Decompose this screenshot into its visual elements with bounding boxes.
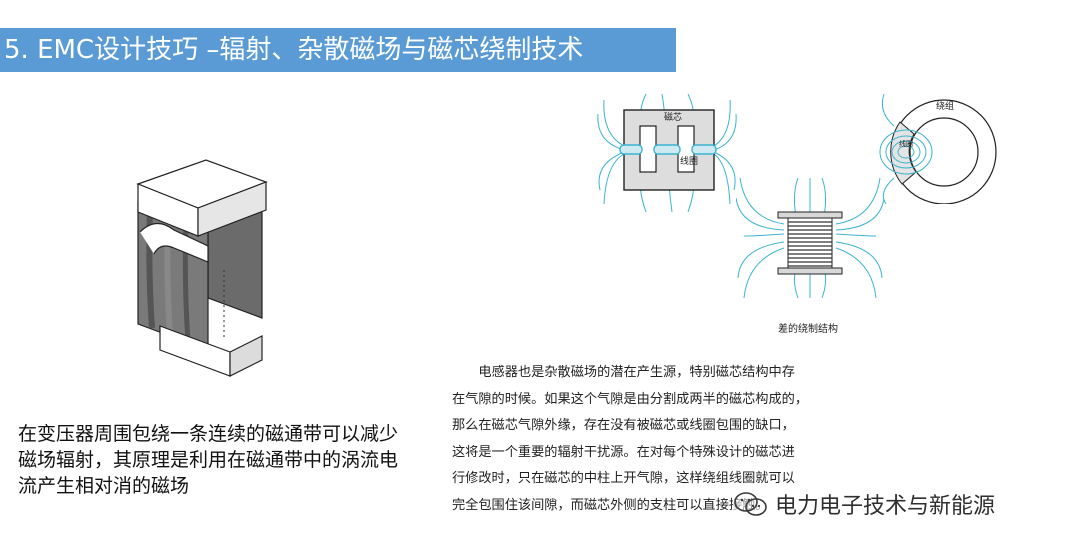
paragraph-line: 行修改时，只在磁芯的中柱上开气隙，这样绕组线圈就可以 [452, 471, 795, 486]
core-label: 磁芯 [664, 111, 682, 123]
diagram-caption: 差的绕制结构 [778, 324, 838, 335]
winding-label: 绕组 [936, 100, 954, 112]
toroid-field-diagram: 绕组 线圈 [879, 93, 997, 204]
paragraph-line: 完全包围住该间隙，而磁芯外侧的支柱可以直接接触。 [452, 497, 769, 513]
watermark-text: 电力电子技术与新能源 [775, 494, 996, 519]
left-caption: 在变压器周围包绕一条连续的磁通带可以减少磁场辐射，其原理是利用在磁通带中的涡流电… [18, 423, 399, 497]
paragraph-line: 电感器也是杂散磁场的潜在产生源，特别磁芯结构中存 [478, 365, 795, 380]
paragraph-line: 那么在磁芯气隙外缘，存在没有被磁芯或线圈包围的缺口， [452, 418, 795, 433]
paragraph-line: 这将是一个重要的辐射干扰源。在对每个特殊设计的磁芯进 [452, 444, 795, 460]
coil-label: 线圈 [680, 155, 698, 167]
e-core-field-diagram: 磁芯 线圈 [597, 94, 737, 212]
wechat-icon [734, 492, 767, 516]
solenoid-field-diagram [736, 178, 884, 298]
slide-title: 5. EMC设计技巧 –辐射、杂散磁场与磁芯绕制技术 [0, 28, 676, 72]
transformer-illustration [136, 159, 268, 377]
watermark: 电力电子技术与新能源 [733, 489, 996, 519]
body-paragraph: 电感器也是杂散磁场的潜在产生源，特别磁芯结构中存 在气隙的时候。如果这个气隙是由… [452, 360, 872, 519]
paragraph-line: 在气隙的时候。如果这个气隙是由分割成两半的磁芯构成的， [452, 391, 809, 407]
toroid-coil-label: 线圈 [899, 139, 913, 148]
